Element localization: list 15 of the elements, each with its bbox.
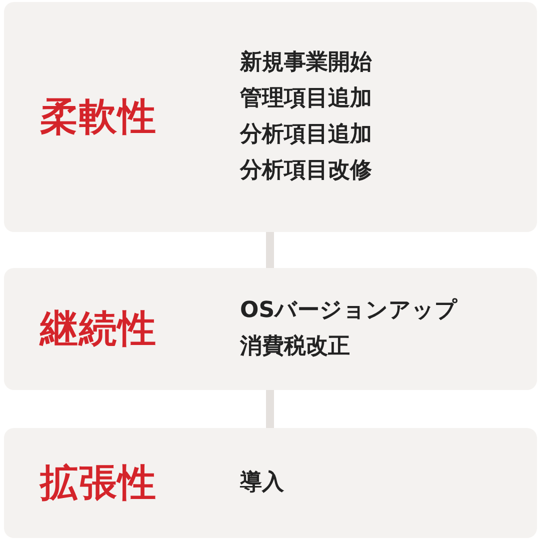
item-text: 消費税改正 — [240, 333, 351, 361]
item-text: 分析項目改修 — [240, 157, 372, 185]
item-text: 管理項目追加 — [240, 85, 372, 113]
category-card — [4, 268, 537, 390]
category-heading: 拡張性 — [40, 460, 157, 506]
item-text: OSバージョンアップ — [240, 297, 458, 325]
category-heading: 継続性 — [40, 306, 157, 352]
item-text: 分析項目追加 — [240, 121, 372, 149]
item-text: 導入 — [240, 469, 284, 497]
category-card — [4, 428, 537, 538]
category-heading: 柔軟性 — [40, 94, 157, 140]
connector-line — [266, 390, 274, 428]
category-card — [4, 2, 537, 232]
connector-line — [266, 232, 274, 268]
item-text: 新規事業開始 — [240, 49, 372, 77]
